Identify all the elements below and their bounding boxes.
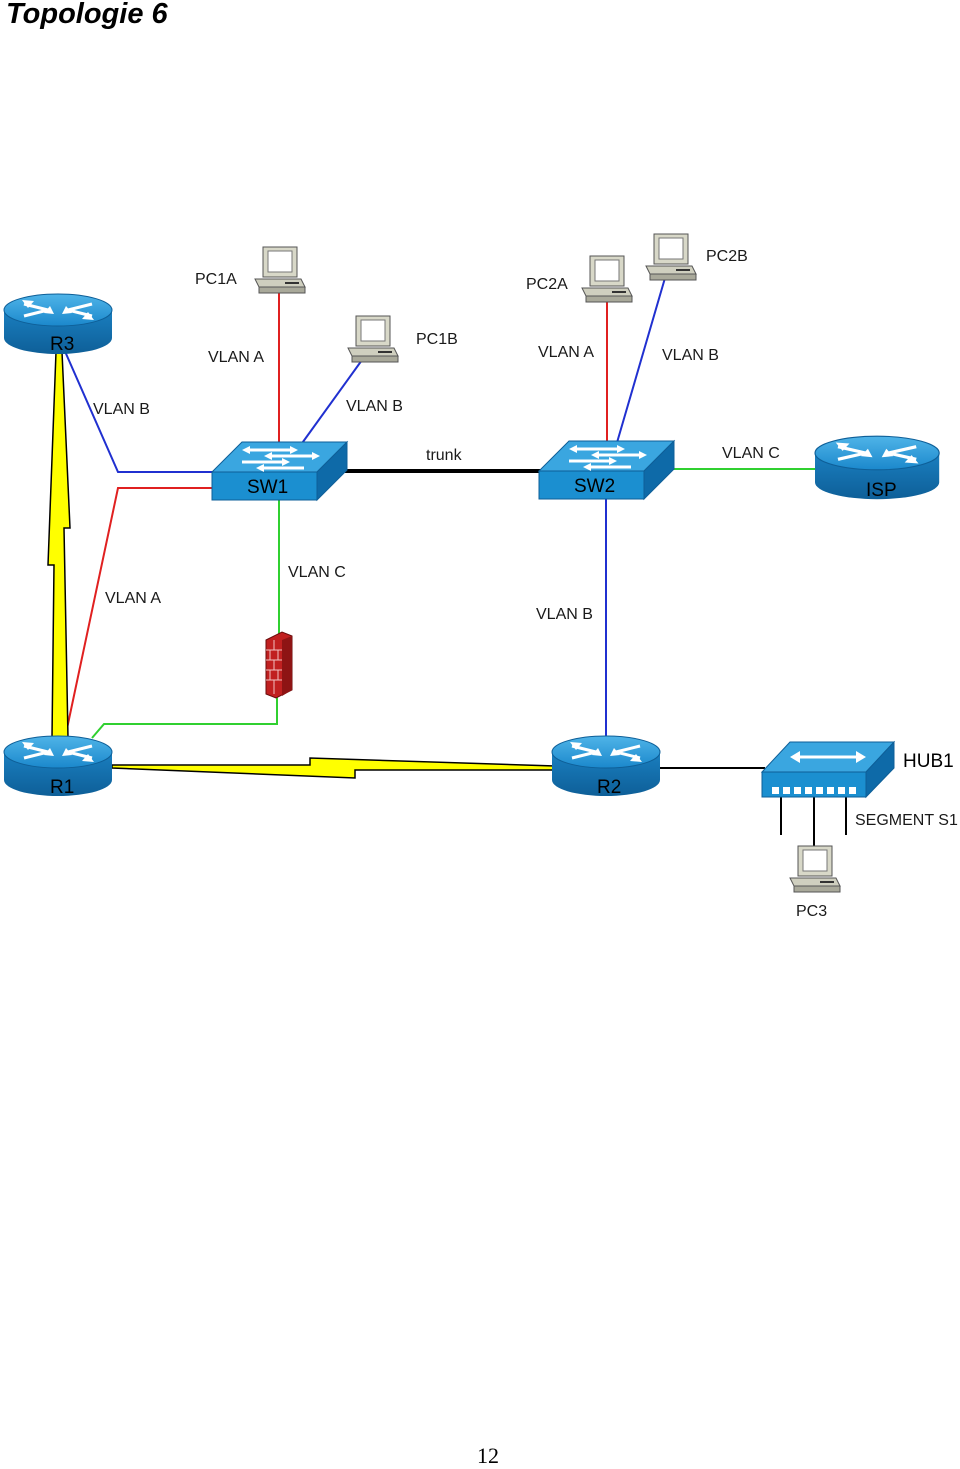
link-r3-sw1 <box>59 339 214 473</box>
page-number: 12 <box>477 1443 499 1468</box>
link-label-sw2-r2-vlan: VLAN B <box>536 606 593 623</box>
hub1-icon[interactable] <box>760 740 896 799</box>
link-label-pc2a-vlan: VLAN A <box>538 344 594 361</box>
links <box>47 277 847 848</box>
device-label-pc2b: PC2B <box>706 248 748 265</box>
link-label-pc1a-vlan: VLAN A <box>208 349 264 366</box>
link-label-r1-vlan: VLAN A <box>105 590 161 607</box>
device-label-sw1: SW1 <box>247 477 288 498</box>
link-label-pc1b-vlan: VLAN B <box>346 398 403 415</box>
pc1b-icon[interactable] <box>347 315 399 363</box>
serial-link-r1-r2 <box>111 757 556 779</box>
link-pc2b-sw2 <box>615 277 666 447</box>
pc1a-icon[interactable] <box>254 246 306 294</box>
device-label-isp: ISP <box>866 480 897 501</box>
device-label-r2: R2 <box>597 777 621 798</box>
device-label-pc2a: PC2A <box>526 276 568 293</box>
device-label-hub1: HUB1 <box>903 751 954 772</box>
link-label-segment: SEGMENT S1 <box>855 812 958 829</box>
link-firewall-r1 <box>91 696 278 739</box>
serial-link-r3-r1 <box>47 351 71 739</box>
device-label-r3: R3 <box>50 334 74 355</box>
firewall-icon <box>265 631 293 699</box>
page-title: Topologie 6 <box>6 0 168 30</box>
device-label-pc1b: PC1B <box>416 331 458 348</box>
pc2a-icon[interactable] <box>581 255 633 303</box>
device-label-sw2: SW2 <box>574 476 615 497</box>
link-label-trunk: trunk <box>426 447 463 464</box>
link-pc1b-sw1 <box>299 359 363 447</box>
link-r1-sw1 <box>64 487 214 739</box>
link-label-pc2b-vlan: VLAN B <box>662 347 719 364</box>
device-label-r1: R1 <box>50 777 74 798</box>
pc2b-icon[interactable] <box>645 233 697 281</box>
link-label-sw2-isp-vlan: VLAN C <box>722 445 780 462</box>
link-label-sw1-down-vlan: VLAN C <box>288 564 346 581</box>
device-label-pc1a: PC1A <box>195 271 237 288</box>
pc3-icon[interactable] <box>789 845 841 893</box>
device-label-pc3: PC3 <box>796 903 827 920</box>
link-label-r3-vlan: VLAN B <box>93 401 150 418</box>
